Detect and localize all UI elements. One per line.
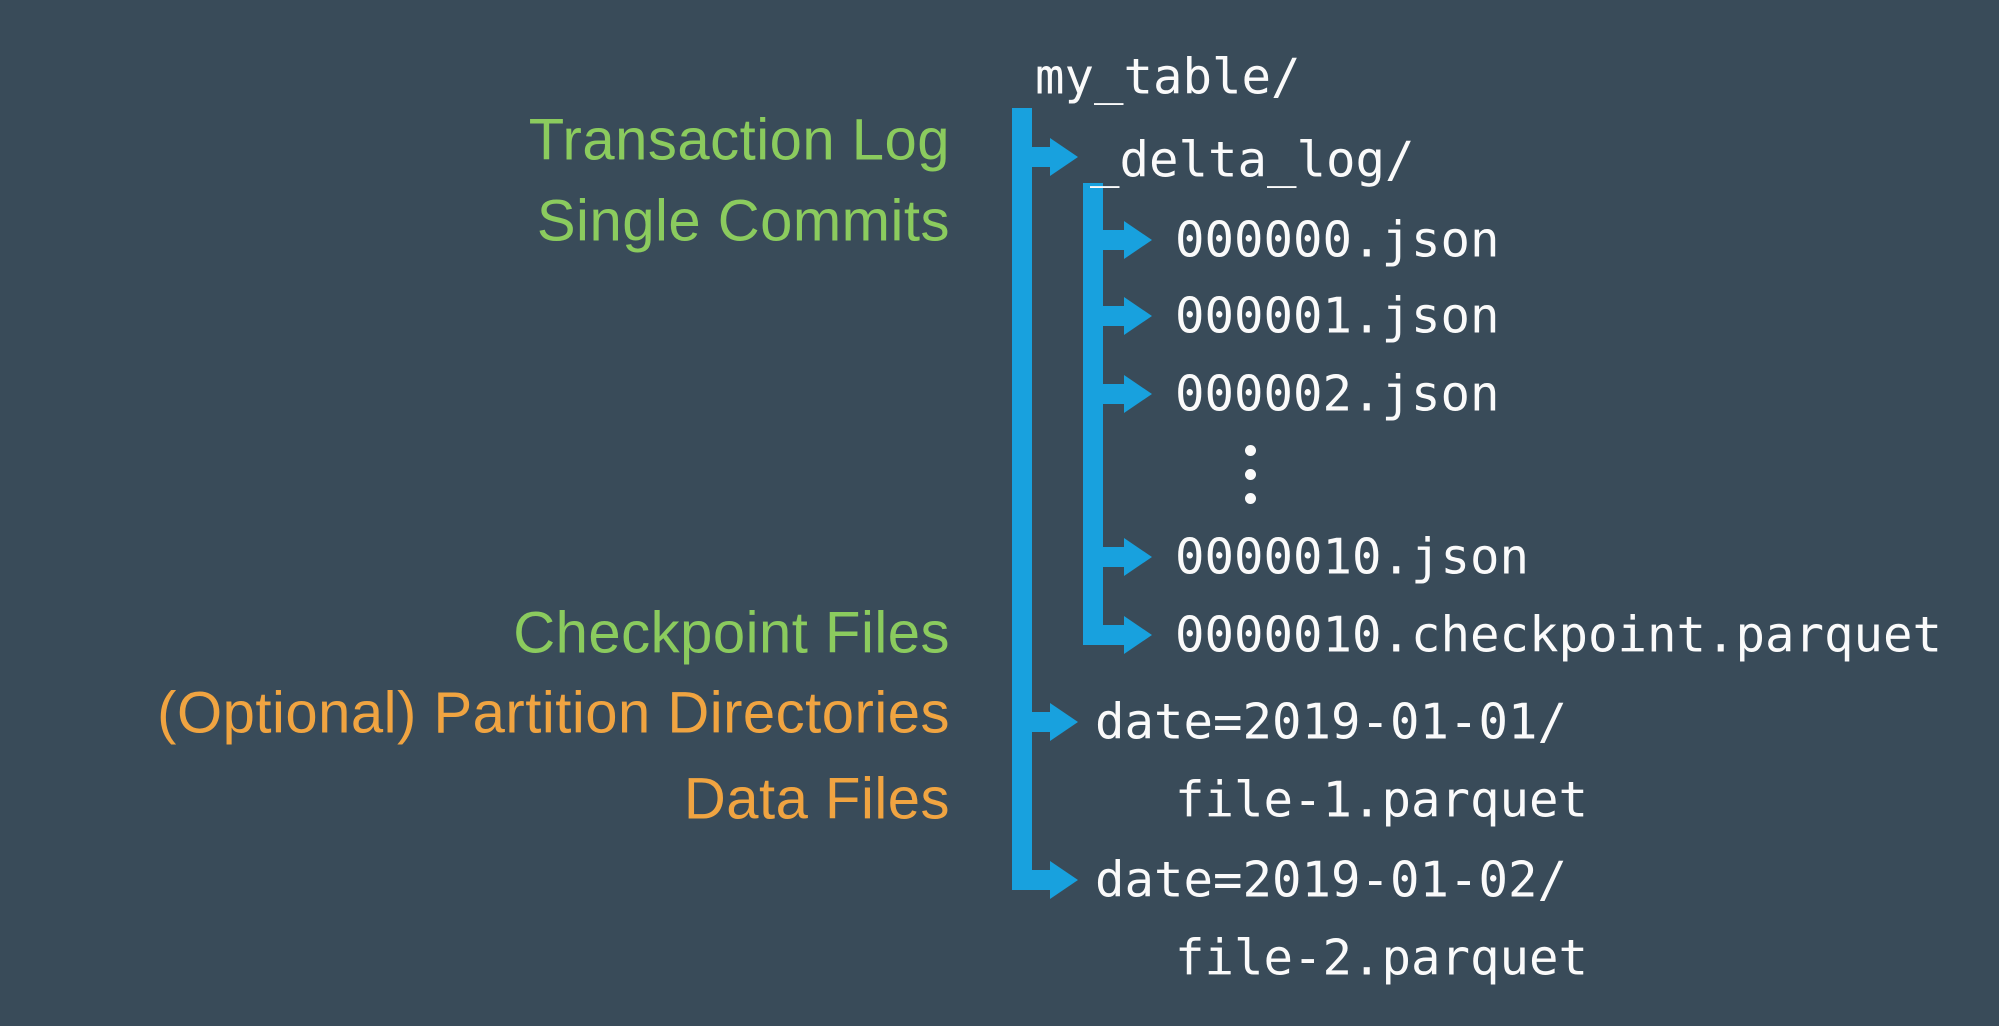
tree-item-file-1-parquet: file-1.parquet: [1175, 771, 1589, 829]
label-single-commits: Single Commits: [536, 188, 950, 254]
arrowhead-json-0-icon: [1124, 221, 1152, 259]
tree-item-checkpoint-parquet: 0000010.checkpoint.parquet: [1175, 606, 1943, 664]
arrowhead-json-1-icon: [1124, 297, 1152, 335]
tree-item-partition-2019-01-02: date=2019-01-02/: [1095, 851, 1568, 909]
arrowhead-partition-1-icon: [1050, 703, 1078, 741]
tree-item-my-table: my_table/: [1035, 48, 1301, 106]
arrowhead-json-2-icon: [1124, 375, 1152, 413]
tree-item-json-000002: 000002.json: [1175, 365, 1500, 423]
tree-item-json-000001: 000001.json: [1175, 287, 1500, 345]
ellipsis-dot: [1245, 445, 1256, 456]
label-checkpoint-files: Checkpoint Files: [513, 600, 950, 666]
tree-item-file-2-parquet: file-2.parquet: [1175, 929, 1589, 987]
outer-trunk-line: [1012, 108, 1052, 890]
inner-trunk-line: [1083, 183, 1126, 645]
tree-item-partition-2019-01-01: date=2019-01-01/: [1095, 693, 1568, 751]
ellipsis-dot: [1245, 493, 1256, 504]
label-partition-directories: (Optional) Partition Directories: [157, 680, 950, 746]
arrowhead-checkpoint-icon: [1124, 616, 1152, 654]
ellipsis-icon: [1245, 445, 1256, 504]
arrowhead-partition-2-icon: [1050, 861, 1078, 899]
label-data-files: Data Files: [683, 766, 950, 832]
tree-item-json-000000: 000000.json: [1175, 211, 1500, 269]
tree-item-json-0000010: 0000010.json: [1175, 528, 1530, 586]
label-transaction-log: Transaction Log: [528, 107, 950, 173]
ellipsis-dot: [1245, 469, 1256, 480]
tree-item-delta-log: _delta_log/: [1090, 131, 1415, 189]
arrowhead-json-10-icon: [1124, 538, 1152, 576]
arrowhead-delta-log-icon: [1050, 138, 1078, 176]
